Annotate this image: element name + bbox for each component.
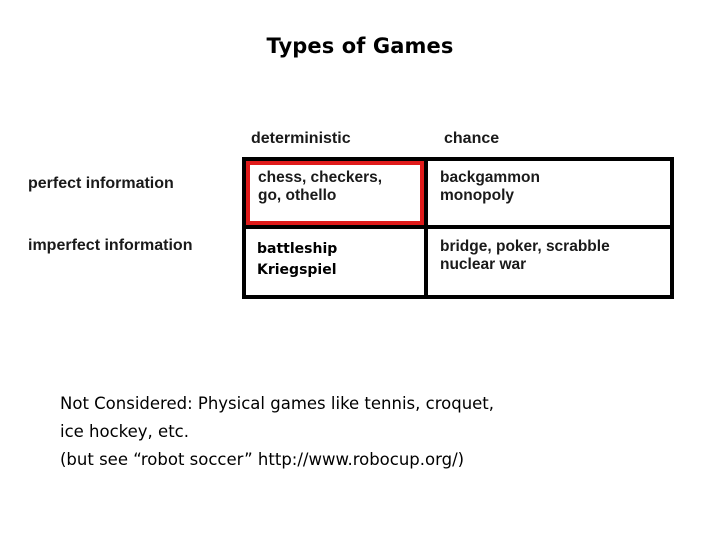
table-row: chess, checkers, go, othello backgammon …: [246, 161, 670, 229]
cell-perfect-deterministic: chess, checkers, go, othello: [246, 161, 428, 225]
column-header-deterministic: deterministic: [251, 130, 351, 147]
column-header-chance: chance: [444, 130, 500, 147]
cell-text-backgammon: backgammon monopoly: [440, 169, 540, 204]
table-row: battleship Kriegspiel bridge, poker, scr…: [246, 229, 670, 299]
cell-imperfect-deterministic: battleship Kriegspiel: [246, 229, 428, 299]
cell-text-bridge: bridge, poker, scrabble nuclear war: [440, 238, 610, 273]
cell-imperfect-chance: bridge, poker, scrabble nuclear war: [428, 229, 670, 299]
cell-text-battleship: battleship Kriegspiel: [257, 241, 338, 278]
cell-perfect-chance: backgammon monopoly: [428, 161, 670, 225]
games-matrix-table: chess, checkers, go, othello backgammon …: [242, 157, 674, 299]
row-header-imperfect-information: imperfect information: [28, 237, 193, 254]
footer-note: Not Considered: Physical games like tenn…: [60, 394, 495, 469]
row-header-perfect-information: perfect information: [28, 175, 174, 192]
cell-text-chess: chess, checkers, go, othello: [258, 169, 383, 204]
page-title: Types of Games: [266, 34, 454, 58]
